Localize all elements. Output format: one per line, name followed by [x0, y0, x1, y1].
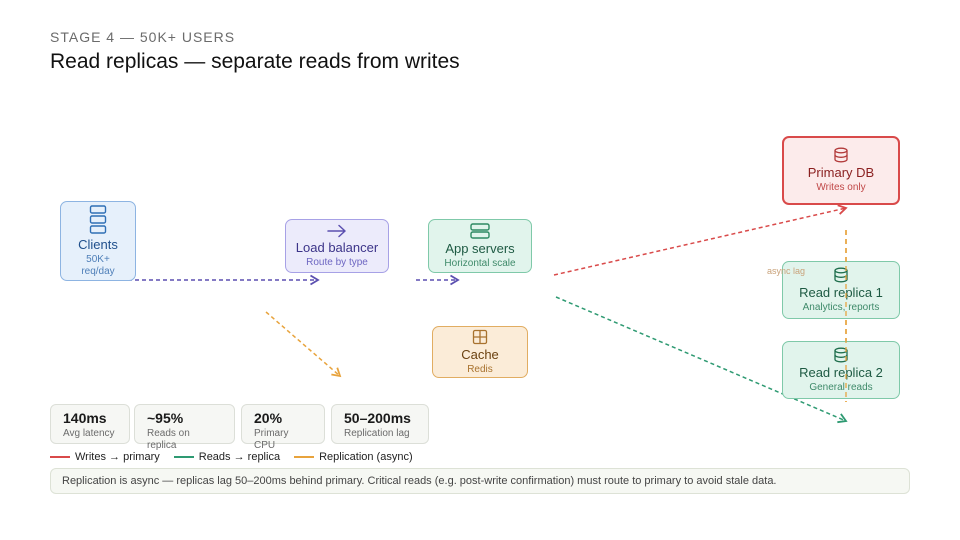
- database-icon: [834, 147, 848, 163]
- edge-reads-to-replica: [555, 296, 848, 424]
- arrow-right-icon: [327, 224, 346, 237]
- primary-db-title: Primary DB: [807, 165, 875, 180]
- clients-subtitle-line1: 50K+: [86, 253, 110, 265]
- app-servers-title: App servers: [445, 240, 515, 256]
- read-replica-2-node[interactable]: Read replica 2 General reads: [782, 341, 900, 399]
- legend-label: Writes → primary: [75, 451, 160, 463]
- cache-title: Cache: [461, 346, 499, 362]
- stat-value: ~95%: [147, 410, 184, 426]
- read-replica-1-subtitle: Analytics, reports: [802, 301, 880, 313]
- clients-title: Clients: [78, 236, 118, 252]
- stat-label: Reads on replica: [147, 428, 190, 451]
- load-balancer-node[interactable]: Load balancer Route by type: [285, 219, 389, 273]
- app-servers-node[interactable]: App servers Horizontal scale: [428, 219, 532, 273]
- read-replica-2-subtitle: General reads: [809, 381, 873, 393]
- grid-icon: [472, 329, 488, 344]
- stat-value: 140ms: [63, 410, 107, 426]
- edge-app-to-cache: [265, 311, 342, 378]
- legend-swatch-writes: [50, 456, 70, 458]
- legend-swatch-reads: [173, 456, 194, 458]
- stat-primary-cpu: 20% Primary CPU: [241, 404, 325, 451]
- server-icon: [470, 222, 490, 239]
- legend-item-replication: Replication (async): [294, 451, 413, 463]
- stat-value: 50–200ms: [344, 410, 411, 426]
- database-icon: [834, 347, 848, 362]
- stat-label: Avg latency: [63, 428, 115, 439]
- edge-writes-to-primary: [553, 204, 848, 276]
- legend-item-writes: Writes → primary: [50, 451, 160, 463]
- async-lag-label: async lag: [767, 266, 806, 276]
- clients-node[interactable]: Clients 50K+ req/day: [60, 201, 136, 281]
- legend-label: Replication (async): [319, 451, 413, 463]
- stat-value: 20%: [254, 410, 283, 426]
- cache-subtitle: Redis: [467, 363, 493, 375]
- stage-label: STAGE 4 — 50K+ USERS: [50, 29, 236, 45]
- stat-label: Replication lag: [344, 428, 410, 439]
- legend-label: Reads → replica: [198, 451, 281, 463]
- cache-node[interactable]: Cache Redis: [432, 326, 528, 378]
- load-balancer-title: Load balancer: [295, 239, 379, 255]
- legend: Writes → primary Reads → replica Replica…: [50, 450, 427, 464]
- legend-swatch-replication: [294, 456, 315, 458]
- clients-subtitle-line2: req/day: [81, 265, 115, 277]
- stat-avg-latency: 140ms Avg latency: [50, 404, 130, 444]
- stat-reads-on-replica: ~95% Reads on replica: [134, 404, 235, 451]
- app-servers-subtitle: Horizontal scale: [444, 257, 516, 269]
- read-replica-1-node[interactable]: Read replica 1 Analytics, reports: [782, 261, 900, 319]
- footnote: Replication is async — replicas lag 50–2…: [50, 468, 910, 494]
- load-balancer-subtitle: Route by type: [306, 256, 368, 268]
- read-replica-1-title: Read replica 1: [799, 284, 883, 300]
- legend-item-reads: Reads → replica: [173, 451, 281, 463]
- primary-db-subtitle: Writes only: [816, 182, 866, 193]
- stat-replication-lag: 50–200ms Replication lag: [331, 404, 429, 444]
- database-icon: [834, 267, 848, 282]
- read-replica-2-title: Read replica 2: [799, 364, 883, 380]
- primary-db-node[interactable]: Primary DB Writes only: [782, 136, 900, 205]
- stat-label: Primary CPU: [254, 428, 289, 451]
- page-title: Read replicas — separate reads from writ…: [50, 50, 460, 73]
- stack-icon: [89, 204, 107, 234]
